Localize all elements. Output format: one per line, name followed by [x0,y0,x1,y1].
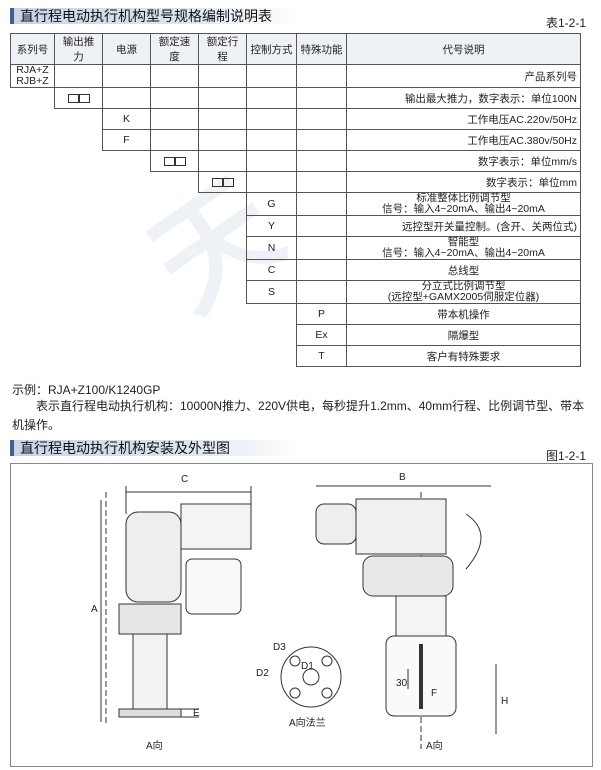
code-cell: F [102,129,151,151]
desc-cell: 输出最大推力，数字表示：单位100N [346,87,581,109]
code-cell: Y [246,215,297,237]
table-number: 表1-2-1 [546,16,587,30]
code-cell [54,87,103,109]
label-flange: A向法兰 [289,716,326,729]
label-b: B [399,472,406,483]
table-row: S 分立式比例调节型(远控型+GAMX2005伺服定位器) [11,280,581,304]
example-paragraph: 表示直行程电动执行机构：10000N推力、220V供电，每秒提升1.2mm、40… [12,399,585,432]
section-bar [10,440,14,456]
table-row: Ex 隔爆型 [11,324,581,346]
header-cell: 控制方式 [246,33,297,65]
yoke-top [118,603,182,635]
code-cell [150,150,199,172]
header-cell: 输出推力 [54,33,103,65]
installation-drawing: C A E B H F D1 D3 D2 30 A向 A向 A向法兰 [10,463,593,767]
code-cell: N [246,236,297,260]
yoke-body [395,595,447,637]
table-row: K 工作电压AC.220v/50Hz [11,108,581,130]
table-row: N 智能型信号：输入4~20mA、输出4~20mA [11,236,581,260]
motor-side [315,503,357,545]
digit-box [163,156,176,166]
junction-box [185,558,242,615]
code-cell: S [246,280,297,304]
section-title: 直行程电动执行机构型号规格编制说明表 [20,8,272,24]
desc-cell: 数字表示：单位mm [346,171,581,193]
handwheel [465,513,482,570]
table-row: P 带本机操作 [11,303,581,325]
code-cell: C [246,259,297,281]
label-a: A [91,604,98,615]
table-row: Y 远控型开关量控制。(含开、关两位式) [11,215,581,237]
stem-column [132,633,168,710]
base-flange [118,708,182,718]
table-row: G 标准整体比例调节型信号：输入4~20mA、输出4~20mA [11,192,581,216]
digit-box [211,177,224,187]
digit-box [173,156,186,166]
section-bar [10,8,14,24]
header-cell: 特殊功能 [296,33,347,65]
label-e: E [193,708,200,719]
table-row: 数字表示：单位mm [11,171,581,193]
desc-cell: 总线型 [346,259,581,281]
desc-cell: 数字表示：单位mm/s [346,150,581,172]
table-header-row: 系列号 输出推力 电源 额定速度 额定行程 控制方式 特殊功能 代号说明 [10,33,581,65]
desc-cell: 远控型开关量控制。(含开、关两位式) [346,215,581,237]
label-a-dir-right: A向 [426,739,443,752]
desc-cell: 客户有特殊要求 [346,345,581,367]
section-header-drawing: 直行程电动执行机构安装及外型图 [10,440,300,456]
table-row: 数字表示：单位mm/s [11,150,581,172]
table-row: F 工作电压AC.380v/50Hz [11,129,581,151]
header-cell: 代号说明 [346,33,581,65]
header-cell: 额定行程 [198,33,247,65]
example-label: 示例：RJA+Z100/K1240GP [12,383,161,397]
desc-cell: 工作电压AC.220v/50Hz [346,108,581,130]
label-f: F [431,688,437,699]
label-a-dir-left: A向 [146,739,163,752]
section-title: 直行程电动执行机构安装及外型图 [20,440,230,456]
digit-box [77,93,90,103]
header-cell: 额定速度 [150,33,199,65]
desc-cell: 分立式比例调节型(远控型+GAMX2005伺服定位器) [346,280,581,304]
figure-number: 图1-2-1 [546,449,587,463]
code-cell: K [102,108,151,130]
desc-cell: 产品系列号 [346,64,581,88]
desc-cell: 工作电压AC.380v/50Hz [346,129,581,151]
desc-cell: 隔爆型 [346,324,581,346]
flange-outer [280,646,342,708]
table-row: 输出最大推力，数字表示：单位100N [11,87,581,109]
label-d3: D3 [273,642,286,653]
label-30: 30 [396,678,408,689]
section-header-spec: 直行程电动执行机构型号规格编制说明表 [10,8,300,24]
header-cell: 电源 [102,33,151,65]
digit-box [221,177,234,187]
digit-box [67,93,80,103]
table-row: C 总线型 [11,259,581,281]
code-cell: P [296,303,347,325]
flange-center [302,668,320,686]
label-c: C [181,474,188,485]
motor-body [125,511,182,603]
gearbox-side [355,498,447,555]
code-cell: G [246,192,297,216]
table-row: T 客户有特殊要求 [11,345,581,367]
desc-cell: 智能型信号：输入4~20mA、输出4~20mA [346,236,581,260]
label-d1: D1 [301,661,314,672]
gearbox [180,503,252,550]
desc-cell: 标准整体比例调节型信号：输入4~20mA、输出4~20mA [346,192,581,216]
code-cell: T [296,345,347,367]
desc-cell: 带本机操作 [346,303,581,325]
motor-lower [362,555,454,597]
drawing-svg: C A E B H F D1 D3 D2 30 A向 A向 A向法兰 [91,472,508,752]
code-cell: Ex [296,324,347,346]
spec-table: 系列号 输出推力 电源 额定速度 额定行程 控制方式 特殊功能 代号说明 RJA… [10,33,581,367]
label-d2: D2 [256,668,269,679]
code-cell [198,171,247,193]
header-cell: 系列号 [10,33,55,65]
label-h: H [501,696,508,707]
